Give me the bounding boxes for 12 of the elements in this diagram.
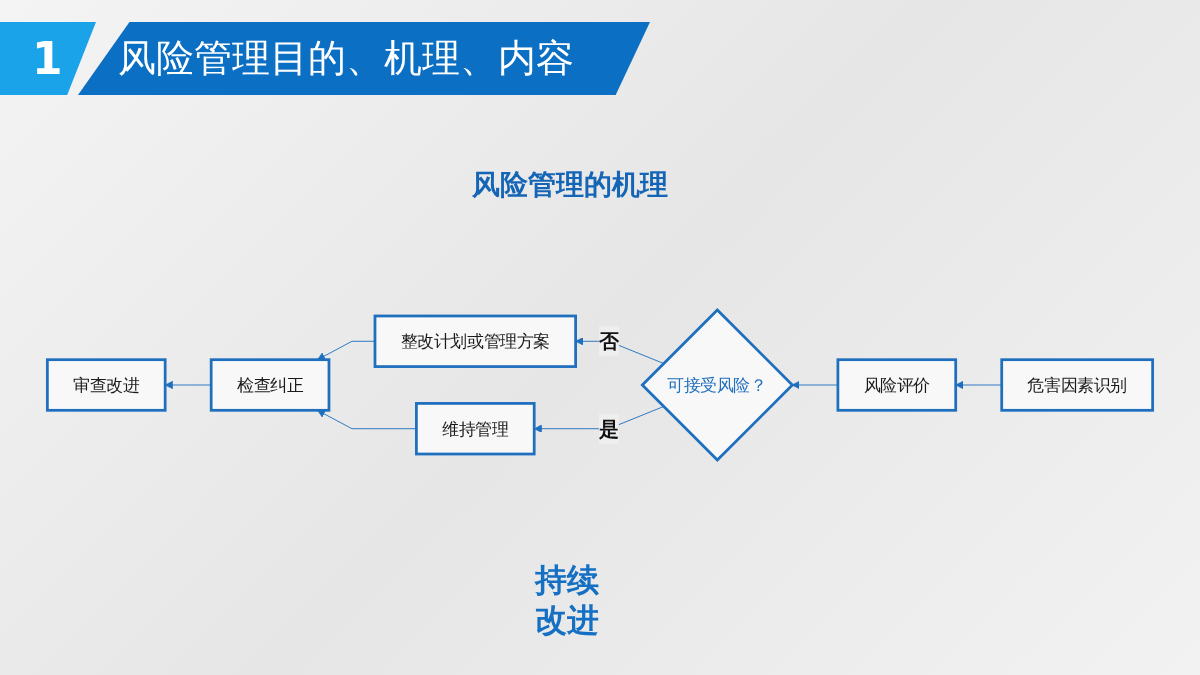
side-note: 持续改进 — [535, 560, 600, 640]
diagram-heading: 风险管理的机理 — [471, 167, 669, 203]
process-box: 整改计划或管理方案 — [373, 314, 577, 368]
page-title: 风险管理目的、机理、内容 — [78, 22, 650, 95]
decision-diamond: 可接受风险？ — [640, 308, 795, 462]
process-box: 风险评价 — [836, 358, 958, 412]
edge-label: 否 — [598, 326, 619, 357]
process-box: 检查纠正 — [209, 358, 331, 412]
process-box: 危害因素识别 — [1000, 358, 1155, 412]
process-box: 维持管理 — [415, 402, 536, 456]
edge-label: 是 — [598, 413, 619, 444]
process-box: 审查改进 — [46, 358, 167, 412]
